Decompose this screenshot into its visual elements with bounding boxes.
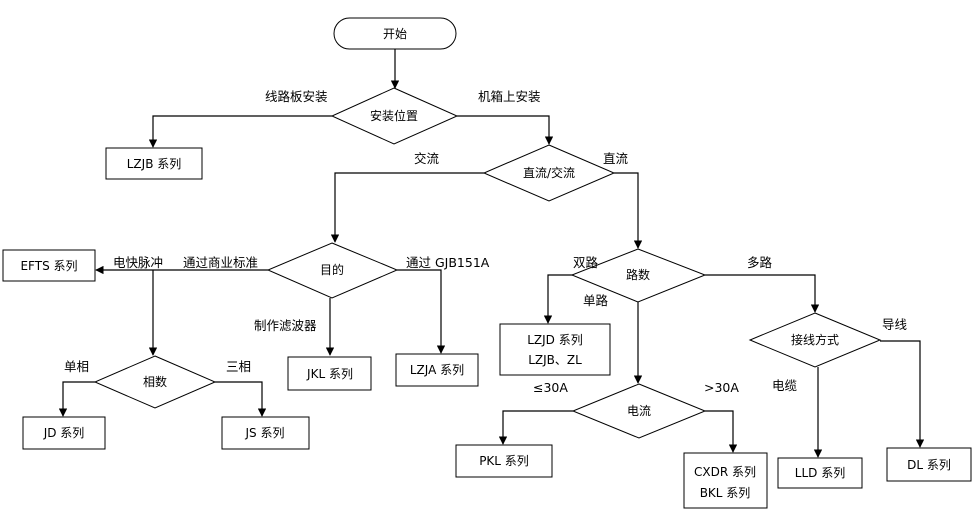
phase-count-label: 相数 xyxy=(143,374,167,389)
install-position-decision: 安装位置 xyxy=(330,87,459,145)
label-cable: 电缆 xyxy=(772,378,798,393)
jd-rect xyxy=(22,416,106,450)
purpose-decision: 目的 xyxy=(266,242,399,299)
label-ac: 交流 xyxy=(414,151,440,166)
lzjd-label-line1: LZJD 系列 xyxy=(527,333,583,347)
path-count-decision: 路数 xyxy=(570,248,707,303)
label-gt-30a: >30A xyxy=(704,380,739,395)
path-count-diamond xyxy=(570,248,707,303)
jd-box: JD 系列 xyxy=(22,416,106,450)
wiring-method-diamond xyxy=(748,312,882,368)
install-position-diamond xyxy=(330,87,459,145)
lld-rect xyxy=(777,457,863,489)
js-label: JS 系列 xyxy=(245,426,285,440)
efts-label: EFTS 系列 xyxy=(20,259,77,273)
label-commercial-standard: 通过商业标准 xyxy=(183,255,258,270)
edge-dc-ac-to-path-count xyxy=(614,172,643,249)
edge-wiring-to-dl xyxy=(880,340,925,448)
js-box: JS 系列 xyxy=(221,416,310,450)
label-gjb-standard: 通过 GJB151A xyxy=(406,255,490,270)
pkl-rect xyxy=(455,444,553,478)
label-dc: 直流 xyxy=(603,151,629,166)
lzja-rect xyxy=(395,353,479,387)
edge-install-to-dc-ac xyxy=(457,115,554,145)
lld-label: LLD 系列 xyxy=(795,466,845,480)
phase-count-decision: 相数 xyxy=(93,355,217,409)
purpose-label: 目的 xyxy=(320,262,344,277)
edge-dc-ac-to-purpose xyxy=(330,172,484,243)
label-make-filter: 制作滤波器 xyxy=(254,318,317,333)
lzja-box: LZJA 系列 xyxy=(395,353,479,387)
label-single-phase: 单相 xyxy=(64,359,89,374)
label-fast-transient: 电快脉冲 xyxy=(113,255,163,270)
efts-box: EFTS 系列 xyxy=(2,249,96,282)
lzja-label: LZJA 系列 xyxy=(410,363,464,377)
wiring-method-label: 接线方式 xyxy=(791,332,839,347)
edge-purpose-to-lzja xyxy=(397,269,446,354)
cxdr-rect xyxy=(683,452,768,509)
current-label: 电流 xyxy=(627,404,651,418)
label-dual-path: 双路 xyxy=(573,255,599,270)
pkl-box: PKL 系列 xyxy=(455,444,553,478)
dc-ac-decision: 直流/交流 xyxy=(482,144,616,202)
dc-ac-diamond xyxy=(482,144,616,202)
lld-box: LLD 系列 xyxy=(777,457,863,489)
edge-labels: 线路板安装 机箱上安装 交流 直流 电快脉冲 通过商业标准 通过 GJB151A… xyxy=(64,89,908,395)
lzjb-rect xyxy=(105,147,203,180)
jd-label: JD 系列 xyxy=(43,426,85,440)
connector-lines xyxy=(58,49,925,458)
jkl-rect xyxy=(287,356,372,391)
edge-current-to-cxdr xyxy=(705,410,738,453)
lzjd-box: LZJD 系列 LZJB、ZL xyxy=(499,323,611,376)
start-label: 开始 xyxy=(383,27,407,41)
edge-install-to-lzjb xyxy=(148,115,332,148)
install-position-label: 安装位置 xyxy=(370,108,418,123)
edge-phase-to-js xyxy=(215,381,267,417)
dl-label: DL 系列 xyxy=(907,458,951,472)
jkl-label: JKL 系列 xyxy=(306,367,353,381)
dl-box: DL 系列 xyxy=(886,447,972,482)
start-node: 开始 xyxy=(333,17,457,50)
current-diamond xyxy=(571,383,707,439)
wiring-method-decision: 接线方式 xyxy=(748,312,882,368)
edge-phase-to-jd xyxy=(58,381,95,417)
js-rect xyxy=(221,416,310,450)
pkl-label: PKL 系列 xyxy=(479,454,529,468)
edge-path-count-to-wiring xyxy=(705,274,820,313)
edge-current-to-pkl xyxy=(498,410,573,445)
label-circuit-board-mount: 线路板安装 xyxy=(265,89,328,104)
phase-count-diamond xyxy=(93,355,217,409)
label-single-path: 单路 xyxy=(583,293,609,308)
label-chassis-mount: 机箱上安装 xyxy=(478,89,541,104)
label-le-30a: ≤30A xyxy=(533,380,568,395)
label-wire: 导线 xyxy=(882,317,908,332)
lzjb-label: LZJB 系列 xyxy=(127,157,182,171)
jkl-box: JKL 系列 xyxy=(287,356,372,391)
path-count-label: 路数 xyxy=(626,267,650,282)
lzjb-box: LZJB 系列 xyxy=(105,147,203,180)
efts-rect xyxy=(2,249,96,282)
current-decision: 电流 xyxy=(571,383,707,439)
label-three-phase: 三相 xyxy=(226,359,251,374)
cxdr-box: CXDR 系列 BKL 系列 xyxy=(683,452,768,509)
start-terminal-shape xyxy=(333,17,457,50)
cxdr-label-line1: CXDR 系列 xyxy=(694,465,756,479)
dc-ac-label: 直流/交流 xyxy=(523,165,575,180)
purpose-diamond xyxy=(266,242,399,299)
lzjd-rect xyxy=(499,323,611,376)
dl-rect xyxy=(886,447,972,482)
cxdr-label-line2: BKL 系列 xyxy=(700,486,751,500)
label-multi-path: 多路 xyxy=(747,255,773,270)
lzjd-label-line2: LZJB、ZL xyxy=(528,353,582,367)
